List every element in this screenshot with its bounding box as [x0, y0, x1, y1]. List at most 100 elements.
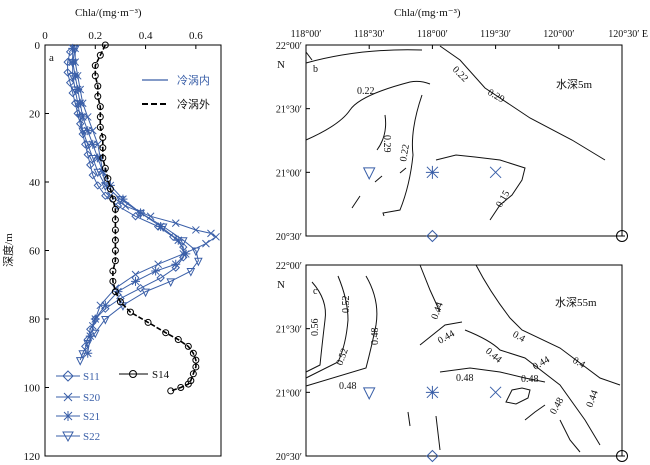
data-point [85, 331, 95, 341]
data-point [109, 195, 117, 203]
contour-label: 0.52 [341, 296, 352, 314]
data-point [91, 72, 99, 80]
data-point [116, 298, 124, 306]
data-point [151, 266, 161, 276]
data-point [90, 329, 100, 339]
contour-label: 0.56 [310, 319, 321, 337]
data-point [93, 153, 103, 163]
panel-c-y-ticks: 22°00′21°30′21°00′20°30′ [276, 261, 310, 463]
legend-label-inside: 冷涡内 [177, 73, 210, 87]
contour-label: 0.44 [584, 389, 600, 409]
panel-a-label: a [49, 52, 54, 64]
station-marker [362, 167, 376, 180]
data-point [86, 160, 95, 170]
contour-line [419, 264, 441, 313]
x-tick-label: 0 [42, 30, 48, 42]
legend-item-s21: S21 [56, 411, 100, 423]
y-tick-label: 120 [24, 451, 41, 463]
data-point [192, 356, 200, 364]
station-marker [616, 230, 628, 242]
data-point [111, 236, 119, 244]
data-point [158, 223, 168, 233]
legend-item-s11: S11 [56, 370, 100, 383]
panel-a-series [63, 41, 220, 395]
data-point [83, 126, 93, 136]
y-tick-label: 60 [29, 246, 41, 258]
legend-top: 冷涡内 冷涡外 [142, 73, 210, 111]
panel-a-title: Chla/(mg·m⁻³) [75, 7, 142, 19]
contour-label: 0.44 [531, 354, 552, 372]
contour-line [305, 281, 326, 373]
legend-item-s14: S14 [119, 369, 170, 381]
data-point [94, 82, 102, 90]
contour-label: 0.29 [486, 87, 507, 105]
legend-s22-label: S22 [83, 431, 100, 443]
x-tick-label: 0.4 [139, 30, 153, 42]
panel-b-north: N [277, 59, 285, 71]
contour-label: 0.48 [456, 373, 474, 384]
contour-label: 0.4 [571, 355, 587, 371]
station-marker [489, 166, 502, 179]
panel-c-label: c [313, 286, 318, 297]
data-point [111, 288, 119, 296]
data-point [207, 229, 215, 238]
data-point [94, 92, 102, 100]
contour-line [435, 154, 526, 221]
data-point [88, 155, 98, 164]
data-point [191, 247, 201, 257]
legend-item-s22: S22 [56, 431, 100, 443]
data-point [184, 380, 192, 388]
data-point [189, 370, 197, 378]
x-tick-label: 118°00′ [417, 29, 448, 40]
x-tick-label: 118°30′ [354, 29, 385, 40]
y-tick-label: 20 [29, 109, 41, 121]
data-point [96, 113, 104, 121]
diamond-marker-icon [62, 370, 74, 382]
contour-line [505, 387, 531, 405]
data-point [167, 387, 175, 395]
data-point [81, 342, 90, 351]
station-marker [362, 387, 376, 400]
x-marker-icon [63, 392, 73, 402]
contour-line [305, 49, 423, 64]
data-point [111, 205, 119, 213]
data-point [111, 216, 119, 224]
data-point [68, 59, 77, 68]
y-tick-label: 21°30′ [276, 325, 302, 336]
data-point [186, 268, 196, 277]
data-point [83, 339, 93, 349]
panel-c: 22°00′21°30′21°00′20°30′ N c 水深55m 0.56 … [276, 261, 628, 463]
legend-s20-label: S20 [83, 392, 101, 404]
star-marker-icon [63, 411, 73, 421]
contour-line [439, 367, 546, 383]
contour-label: 0.44 [483, 346, 503, 366]
series-s22 [68, 45, 203, 366]
data-point [78, 350, 88, 359]
y-tick-label: 21°30′ [276, 105, 302, 116]
series-line [72, 48, 187, 354]
legend-item-s20: S20 [56, 392, 101, 404]
data-point [99, 154, 107, 162]
contour-line [419, 321, 463, 346]
data-point [75, 113, 85, 123]
y-tick-label: 40 [29, 177, 41, 189]
data-point [181, 249, 191, 259]
legend-s21-label: S21 [83, 411, 100, 423]
data-point [154, 260, 162, 269]
data-point [156, 273, 165, 283]
data-point [174, 336, 182, 344]
x-tick-label: 0.6 [189, 30, 203, 42]
data-point [184, 342, 192, 350]
panel-b-label: b [313, 64, 318, 75]
contour-line [376, 114, 387, 151]
data-point [169, 232, 178, 242]
panel-c-contours [305, 264, 621, 453]
station-marker [426, 229, 439, 243]
contour-line [464, 329, 601, 446]
y-tick-label: 20°30′ [276, 452, 302, 463]
data-point [99, 133, 107, 141]
contour-line [439, 45, 606, 161]
